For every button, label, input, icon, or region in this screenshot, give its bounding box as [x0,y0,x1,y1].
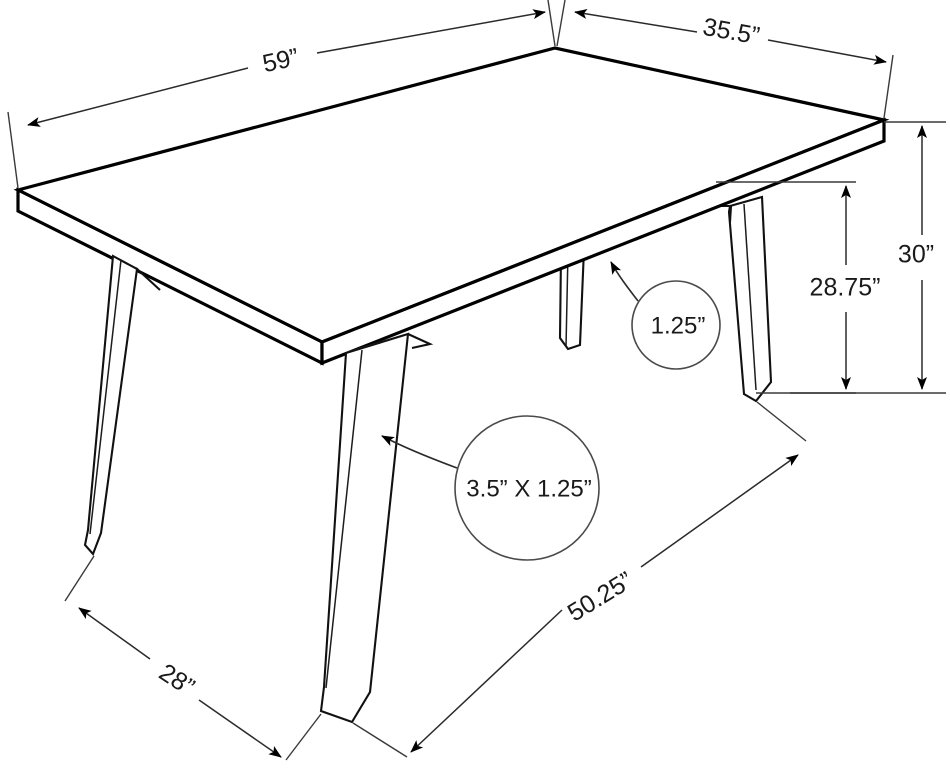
callout-label-leg-section: 3.5” X 1.25” [466,475,591,502]
leg-front-left [83,254,161,556]
callout-label-thickness: 1.25” [651,312,706,339]
table-assembly [13,46,890,724]
dimension-label-leg-spread-long: 50.25” [563,566,638,627]
dimension-label-leg-spread-short: 28” [154,658,200,701]
dimension-label-length: 59” [260,43,301,78]
callout-top-thickness: 1.25” [610,261,721,370]
dimension-leg-spread-28: 28” [64,555,322,761]
dimension-label-height-overall: 30” [898,241,934,269]
dimension-height-28-75: 28.75” [716,181,881,394]
callout-bubble-thickness [631,280,721,370]
table-top [13,46,890,366]
dimension-label-height-apron: 28.75” [810,274,881,302]
callout-bubble-leg-section [454,415,600,561]
leg-rear-right [709,195,773,403]
leg-front-right [319,332,434,724]
dimension-label-depth: 35.5” [701,13,762,50]
callout-leg-section: 3.5” X 1.25” [381,415,600,561]
